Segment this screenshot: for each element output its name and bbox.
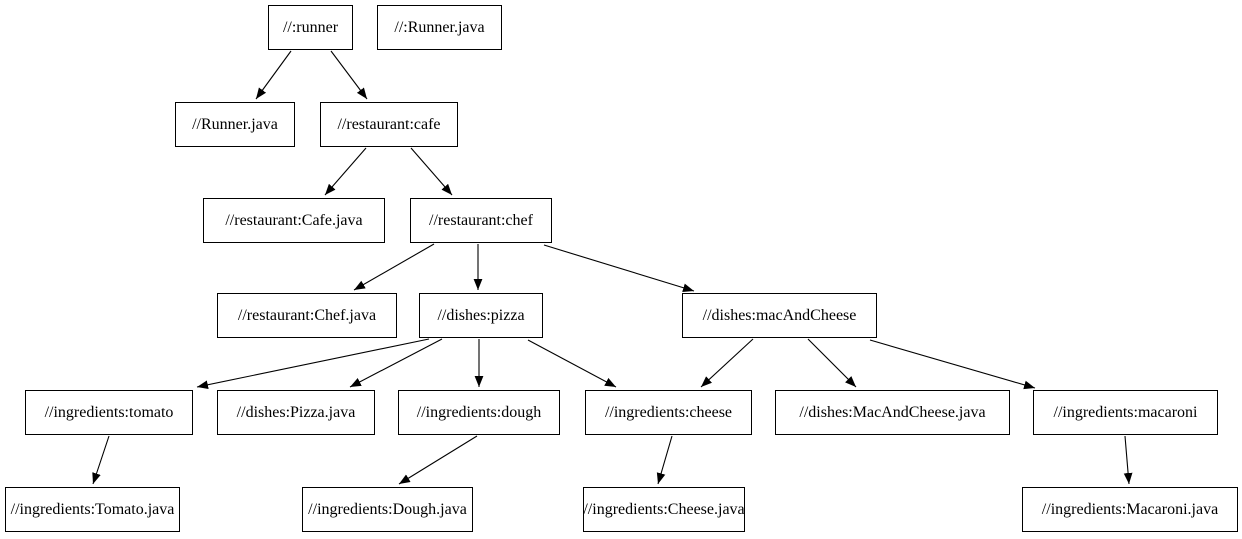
edge-pizza-to-cheese [527,339,617,388]
node-mac-and-cheese-java: //dishes:MacAndCheese.java [775,390,1010,435]
node-macaroni-java: //ingredients:Macaroni.java [1022,487,1238,532]
edge-cafe-to-cafe-java [324,147,367,196]
edge-chef-to-chef-java [353,243,435,291]
edge-runner-to-cafe [330,50,368,100]
node-cheese-java: //ingredients:Cheese.java [583,487,745,532]
node-dough: //ingredients:dough [398,390,560,435]
node-runner-java-file: //:Runner.java [377,5,502,50]
node-cheese: //ingredients:cheese [585,390,752,435]
node-runner: //:runner [268,5,353,50]
edge-cafe-to-chef [410,147,453,196]
edge-tomato-to-tomato-java [92,435,110,485]
edge-dough-to-dough-java [398,435,478,485]
edge-chef-to-mac-and-cheese [543,244,695,292]
edge-cheese-to-cheese-java [656,435,673,485]
edge-pizza-to-pizza-java [349,338,443,388]
node-pizza-java: //dishes:Pizza.java [217,390,375,435]
node-tomato-java: //ingredients:Tomato.java [5,487,180,532]
node-mac-and-cheese: //dishes:macAndCheese [682,293,877,338]
node-runner-java: //Runner.java [175,102,295,147]
edge-macaroni-to-macaroni-java [1123,435,1133,485]
edge-mac-and-cheese-to-cheese [700,338,754,388]
node-macaroni: //ingredients:macaroni [1033,390,1218,435]
node-chef: //restaurant:chef [410,198,552,243]
node-pizza: //dishes:pizza [419,293,543,338]
edge-mac-and-cheese-to-macaroni [869,339,1036,390]
edge-pizza-to-tomato [196,338,430,390]
edge-mac-and-cheese-to-mac-and-cheese-java [807,338,857,388]
node-cafe: //restaurant:cafe [320,102,458,147]
edge-runner-to-runner-java [255,50,292,100]
node-cafe-java: //restaurant:Cafe.java [203,198,385,243]
node-tomato: //ingredients:tomato [25,390,193,435]
node-chef-java: //restaurant:Chef.java [217,293,397,338]
node-dough-java: //ingredients:Dough.java [302,487,473,532]
